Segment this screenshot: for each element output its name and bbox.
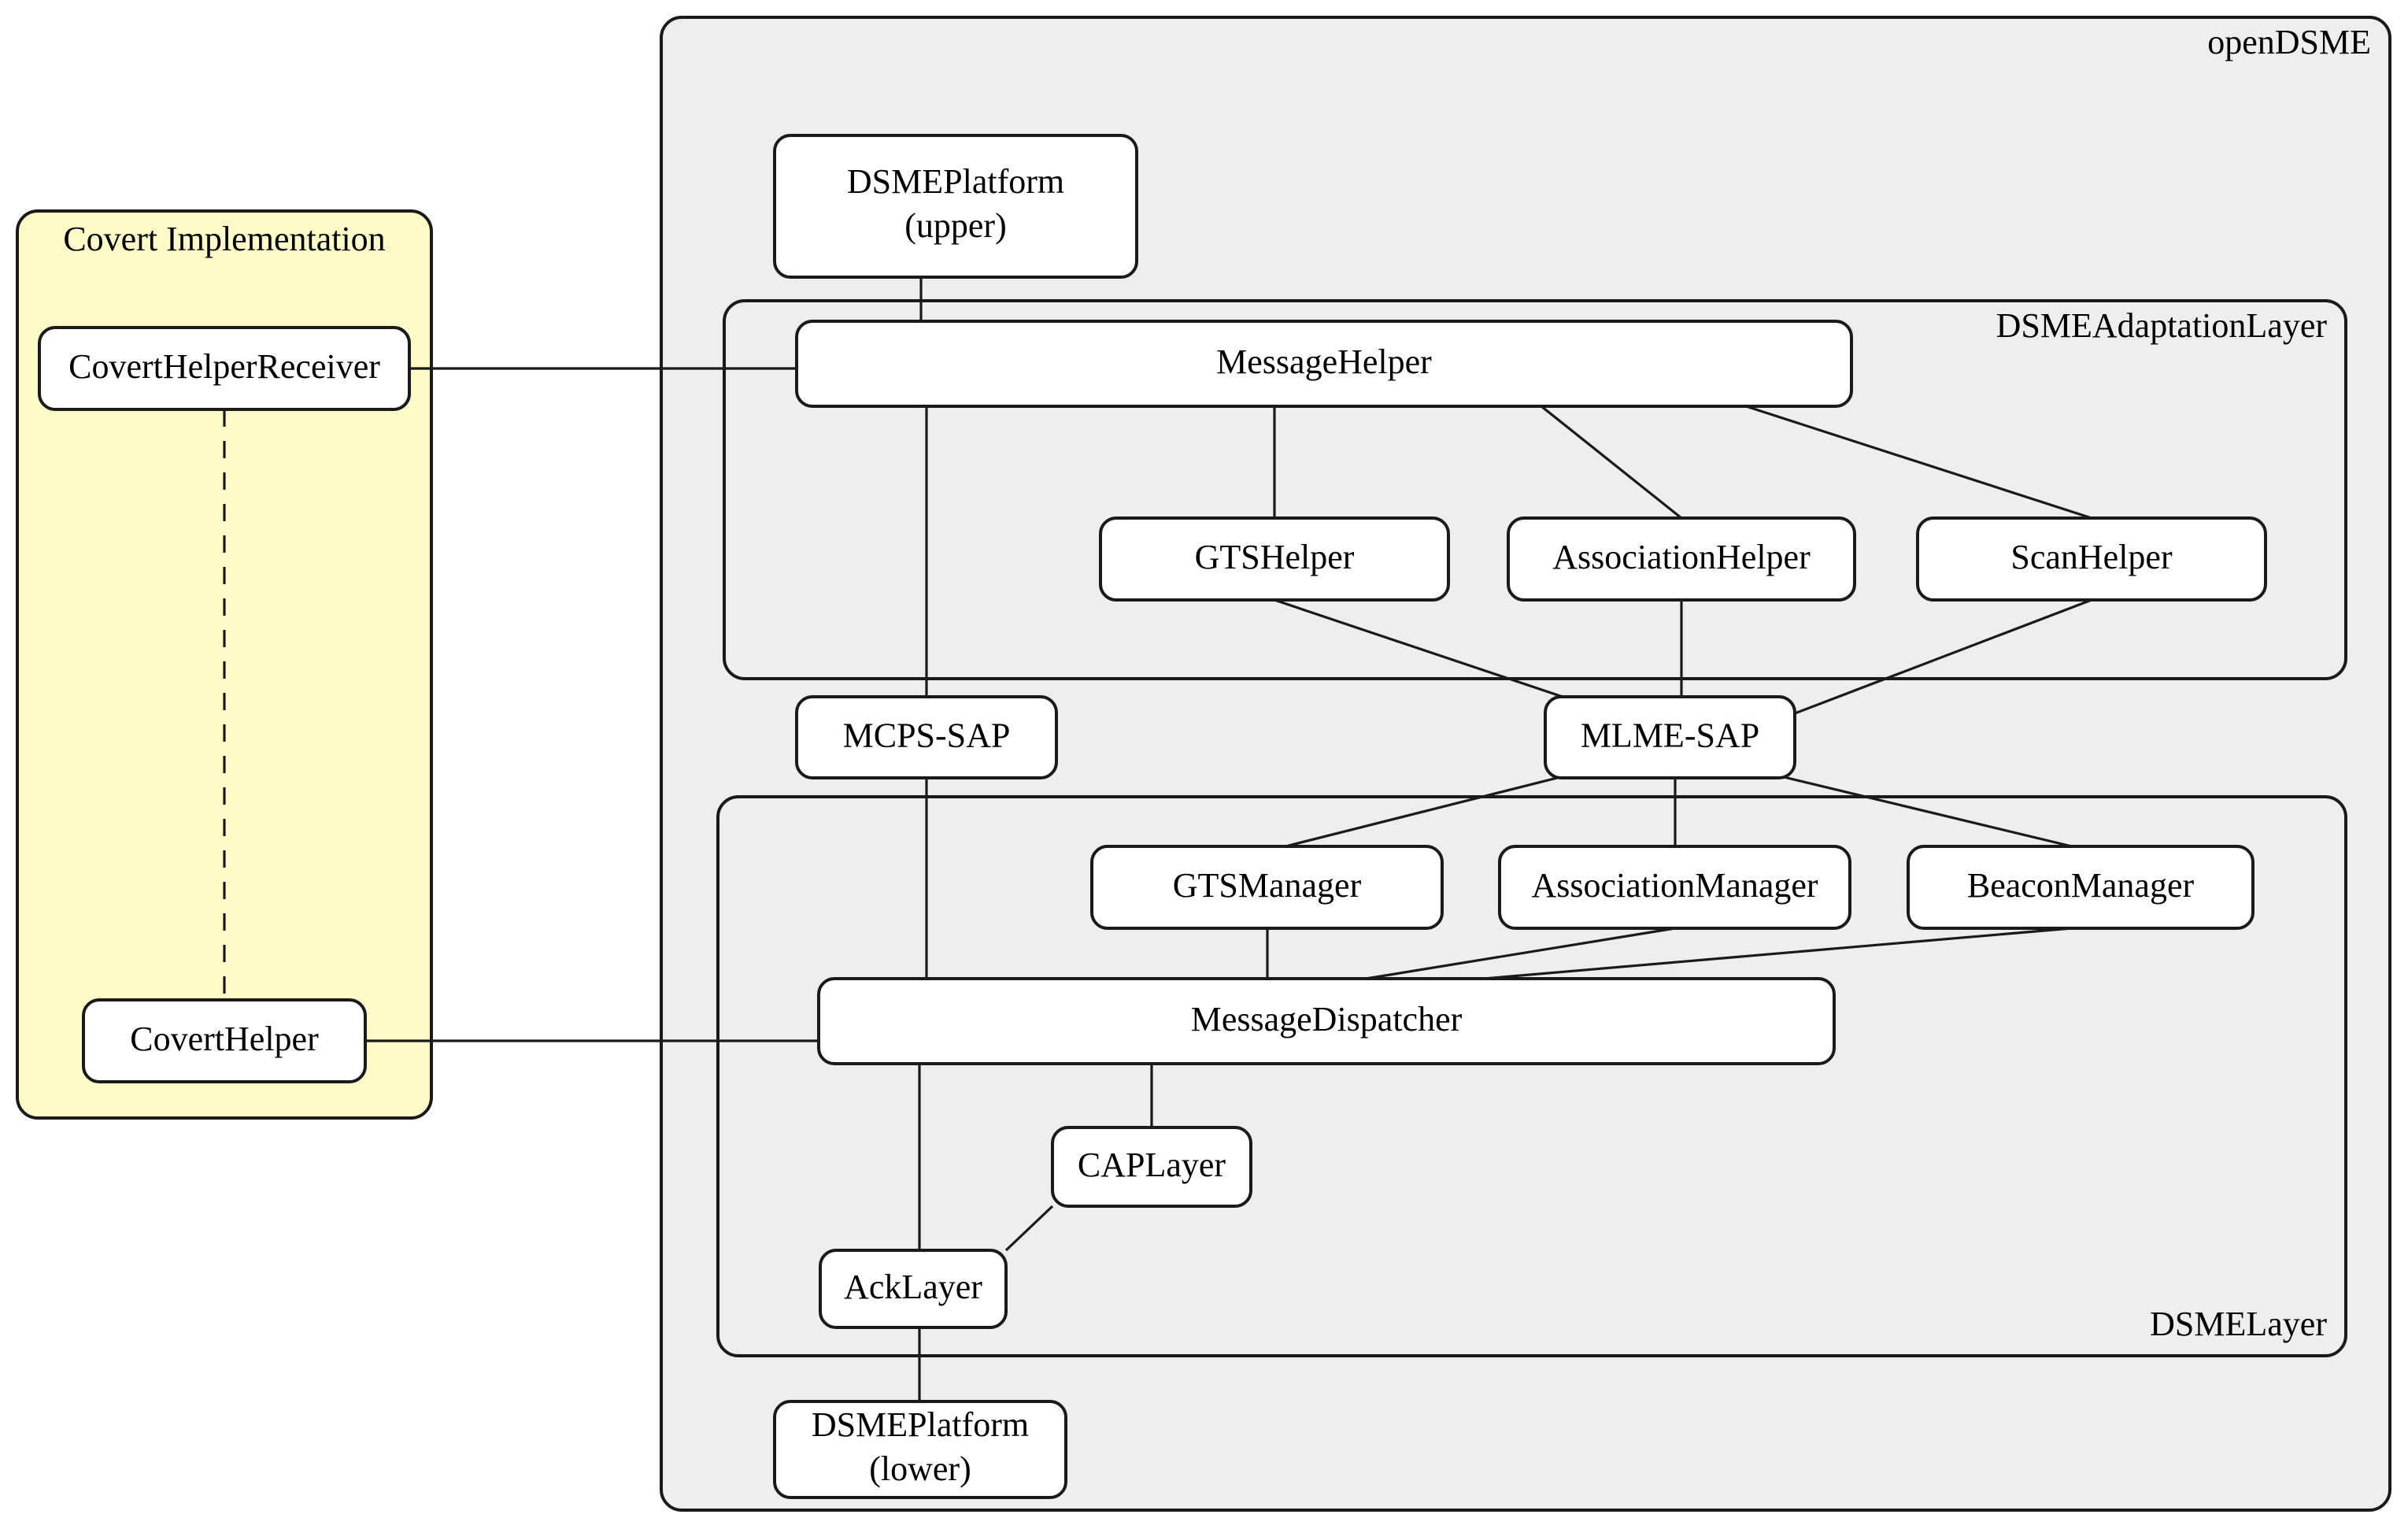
node-label-covert_helper_receiver: CovertHelperReceiver bbox=[68, 347, 380, 386]
node-dsme_platform_upper[interactable]: DSMEPlatform (upper) bbox=[773, 134, 1138, 279]
node-box-message_helper[interactable] bbox=[795, 320, 1853, 408]
node-label-mlme_sap: MLME-SAP bbox=[1581, 716, 1759, 755]
node-box-scan_helper[interactable] bbox=[1916, 516, 2267, 602]
node-label-gts_manager: GTSManager bbox=[1173, 866, 1362, 905]
node-association_helper[interactable]: AssociationHelper bbox=[1507, 516, 1856, 602]
node-sublabel-dsme_platform_upper: (upper) bbox=[904, 206, 1007, 245]
node-gts_helper[interactable]: GTSHelper bbox=[1099, 516, 1450, 602]
node-cap_layer[interactable]: CAPLayer bbox=[1051, 1126, 1252, 1208]
node-covert_helper[interactable]: CovertHelper bbox=[82, 998, 367, 1083]
node-box-mlme_sap[interactable] bbox=[1544, 695, 1796, 779]
node-label-cap_layer: CAPLayer bbox=[1078, 1146, 1226, 1184]
container-label-dsmelayer: DSMELayer bbox=[2150, 1305, 2327, 1343]
nodes-group: CovertHelperReceiverCovertHelperDSMEPlat… bbox=[38, 134, 2267, 1499]
node-label-beacon_manager: BeaconManager bbox=[1967, 866, 2195, 905]
e-mlmesap-gtsmanager bbox=[1285, 774, 1567, 848]
node-association_manager[interactable]: AssociationManager bbox=[1498, 845, 1851, 930]
node-label-dsme_platform_upper: DSMEPlatform bbox=[847, 162, 1064, 201]
node-label-message_helper: MessageHelper bbox=[1216, 342, 1432, 381]
node-label-association_helper: AssociationHelper bbox=[1552, 538, 1811, 576]
node-box-beacon_manager[interactable] bbox=[1907, 845, 2254, 930]
node-box-covert_helper_receiver[interactable] bbox=[38, 326, 411, 411]
node-label-message_dispatcher: MessageDispatcher bbox=[1191, 1000, 1463, 1038]
node-message_dispatcher[interactable]: MessageDispatcher bbox=[817, 977, 1836, 1065]
node-box-covert_helper[interactable] bbox=[82, 998, 367, 1083]
node-box-ack_layer[interactable] bbox=[819, 1249, 1008, 1329]
node-box-association_helper[interactable] bbox=[1507, 516, 1856, 602]
node-dsme_platform_lower[interactable]: DSMEPlatform (lower) bbox=[773, 1400, 1067, 1499]
node-box-gts_manager[interactable] bbox=[1090, 845, 1444, 930]
node-ack_layer[interactable]: AckLayer bbox=[819, 1249, 1008, 1329]
e-mlmesap-beaconmanager bbox=[1777, 774, 2073, 848]
node-scan_helper[interactable]: ScanHelper bbox=[1916, 516, 2267, 602]
node-mlme_sap[interactable]: MLME-SAP bbox=[1544, 695, 1796, 779]
container-label-adaptation: DSMEAdaptationLayer bbox=[1996, 306, 2328, 345]
node-box-association_manager[interactable] bbox=[1498, 845, 1851, 930]
node-label-gts_helper: GTSHelper bbox=[1195, 538, 1355, 576]
e-caplayer-acklayer bbox=[1004, 1205, 1054, 1252]
node-message_helper[interactable]: MessageHelper bbox=[795, 320, 1853, 408]
node-box-mcps_sap[interactable] bbox=[795, 695, 1058, 779]
node-label-mcps_sap: MCPS-SAP bbox=[843, 716, 1011, 755]
node-beacon_manager[interactable]: BeaconManager bbox=[1907, 845, 2254, 930]
node-label-dsme_platform_lower: DSMEPlatform bbox=[812, 1405, 1029, 1444]
e-messagehelper-scanhelper bbox=[1745, 405, 2092, 520]
node-sublabel-dsme_platform_lower: (lower) bbox=[869, 1449, 971, 1488]
node-box-dsme_platform_upper[interactable] bbox=[773, 134, 1138, 279]
node-box-dsme_platform_lower[interactable] bbox=[773, 1400, 1067, 1499]
node-label-scan_helper: ScanHelper bbox=[2010, 538, 2173, 576]
edges-group bbox=[223, 277, 2092, 1401]
e-messagehelper-assochelper bbox=[1541, 405, 1682, 520]
node-box-cap_layer[interactable] bbox=[1051, 1126, 1252, 1208]
e-scanhelper-mlmesap bbox=[1780, 598, 2092, 720]
node-covert_helper_receiver[interactable]: CovertHelperReceiver bbox=[38, 326, 411, 411]
node-box-message_dispatcher[interactable] bbox=[817, 977, 1836, 1065]
container-label-covert: Covert Implementation bbox=[63, 220, 385, 258]
node-mcps_sap[interactable]: MCPS-SAP bbox=[795, 695, 1058, 779]
e-beaconmanager-dispatcher bbox=[1483, 927, 2073, 980]
e-gtshelper-mlmesap bbox=[1274, 598, 1575, 702]
node-box-gts_helper[interactable] bbox=[1099, 516, 1450, 602]
container-dsmelayer bbox=[716, 795, 2347, 1357]
node-label-association_manager: AssociationManager bbox=[1531, 866, 1818, 905]
container-label-opendsme: openDSME bbox=[2207, 23, 2371, 61]
node-gts_manager[interactable]: GTSManager bbox=[1090, 845, 1444, 930]
node-label-ack_layer: AckLayer bbox=[844, 1268, 982, 1306]
node-label-covert_helper: CovertHelper bbox=[130, 1020, 319, 1058]
e-assocmanager-dispatcher bbox=[1365, 927, 1676, 980]
